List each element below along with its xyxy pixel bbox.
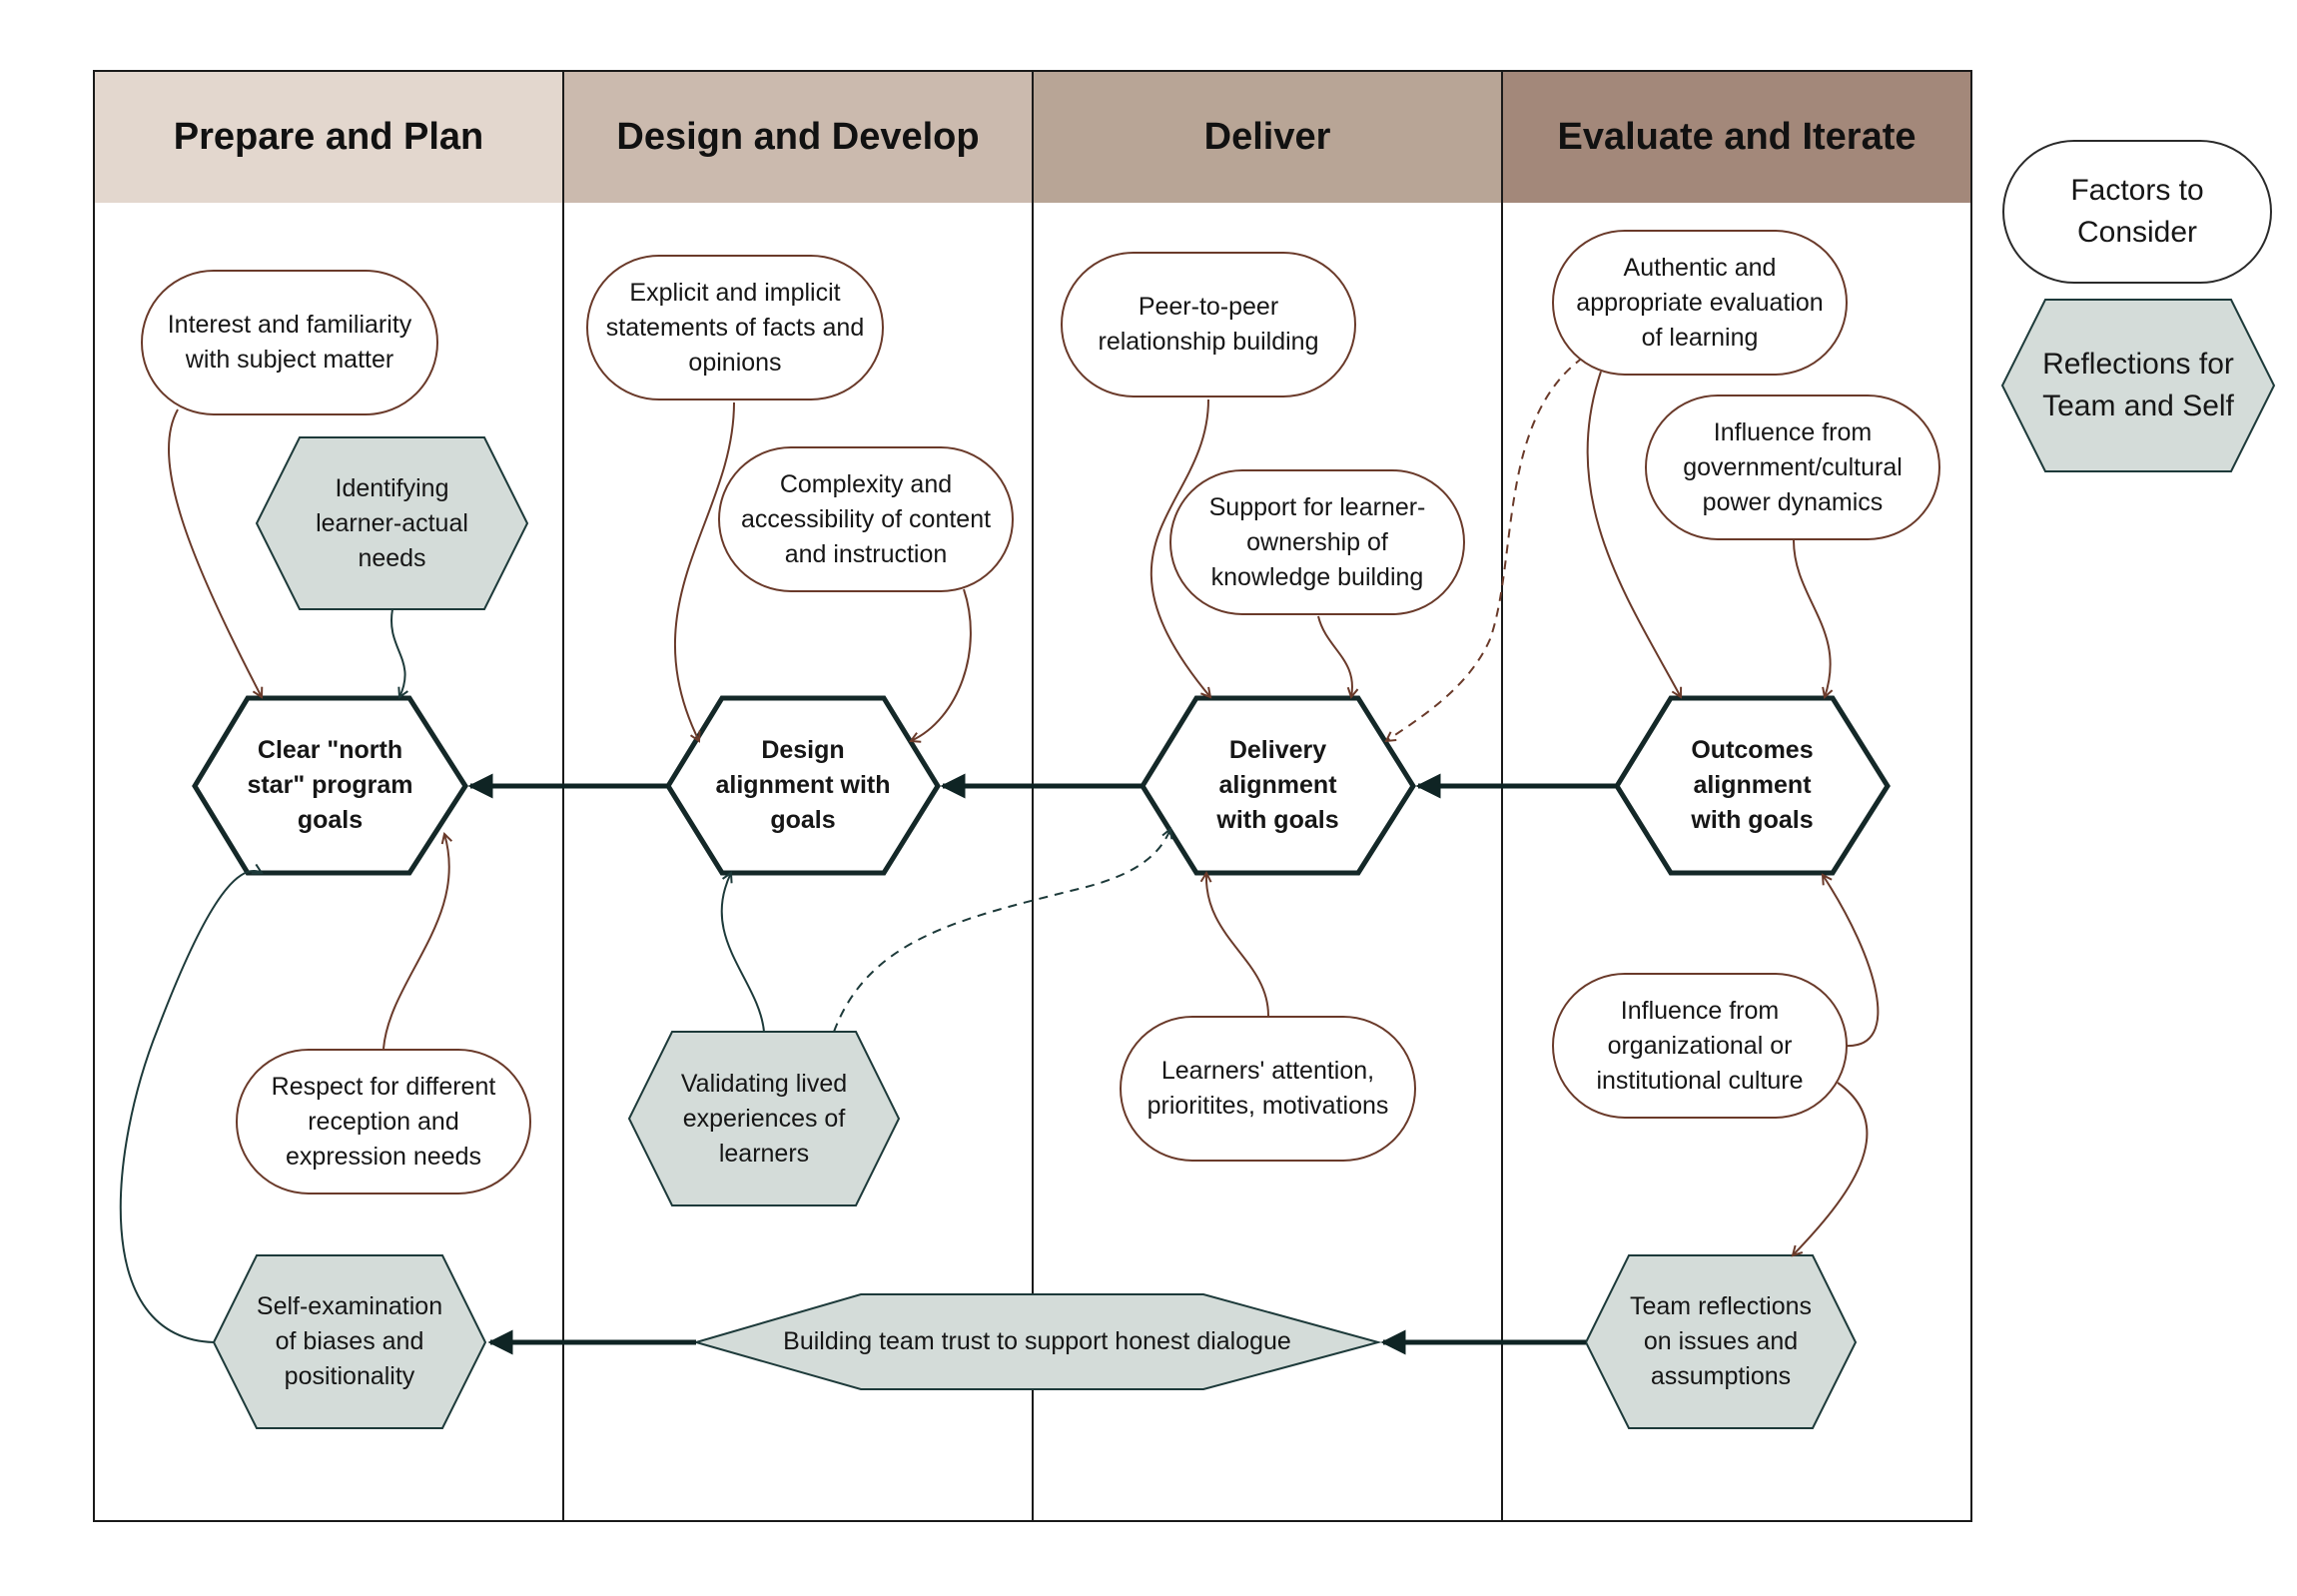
factor-organizational-culture: Influence from organizational or institu… (1552, 973, 1848, 1119)
hex-shape-self-exam (212, 1254, 487, 1429)
goal-delivery-alignment: Delivery alignment with goals (1216, 736, 1339, 834)
goal-shape-outcomes (1614, 695, 1891, 876)
factor-complexity-accessibility: Complexity and accessibility of content … (718, 446, 1014, 592)
goal-outcomes-alignment: Outcomes alignment with goals (1691, 736, 1814, 834)
phase-header-bg-design (563, 71, 1033, 203)
phase-header-prepare: Prepare and Plan (173, 115, 484, 158)
arrow-interest-to-north-star (168, 408, 262, 697)
arrow-organizational-to-outcomes (1823, 875, 1880, 1048)
reflection-self-examination: Self-examination of biases and positiona… (256, 1292, 443, 1390)
arrow-validating-to-design (720, 873, 765, 1033)
reflection-team-trust-banner: Building team trust to support honest di… (783, 1327, 1291, 1355)
legend-factors: Factors to Consider (2002, 140, 2272, 284)
arrow-validating-to-delivery (833, 829, 1170, 1033)
arrow-authentic-to-outcomes (1586, 371, 1681, 697)
phase-header-design: Design and Develop (616, 115, 980, 158)
reflection-validating-experiences: Validating lived experiences of learners (680, 1069, 848, 1168)
factor-explicit-implicit-statements: Explicit and implicit statements of fact… (586, 255, 884, 400)
arrow-identifying-to-north-star (389, 608, 405, 697)
factor-authentic-evaluation: Authentic and appropriate evaluation of … (1552, 230, 1848, 376)
arrow-authentic-to-delivery (1386, 357, 1584, 741)
goal-shape-delivery (1140, 695, 1416, 876)
goal-north-star: Clear "north star" program goals (247, 736, 413, 834)
hex-shape-team-reflections (1584, 1254, 1858, 1429)
banner-shape-trust (692, 1293, 1382, 1390)
arrow-statements-to-design (673, 401, 735, 741)
factor-respect-needs: Respect for different reception and expr… (236, 1049, 531, 1195)
phase-header-bg-deliver (1033, 71, 1502, 203)
phase-header-bg-evaluate (1502, 71, 1971, 203)
factor-government-influence: Influence from government/cultural power… (1645, 395, 1940, 540)
legend-hex-shape (2000, 299, 2276, 472)
factor-learner-attention: Learners' attention, prioritites, motiva… (1120, 1016, 1416, 1162)
arrow-attention-to-delivery (1206, 873, 1269, 1017)
factor-peer-relationships: Peer-to-peer relationship building (1061, 252, 1356, 398)
legend-reflections: Reflections for Team and Self (2042, 348, 2234, 422)
arrow-complexity-to-design (911, 588, 972, 741)
reflection-team-reflections: Team reflections on issues and assumptio… (1629, 1292, 1813, 1390)
hex-shape-identifying (255, 436, 529, 610)
factor-learner-ownership: Support for learner-ownership of knowled… (1169, 469, 1465, 615)
arrow-respect-to-north-star (383, 834, 449, 1050)
phase-header-bg-prepare (94, 71, 563, 203)
arrow-government-to-outcomes (1793, 539, 1831, 697)
factor-interest-familiarity: Interest and familiarity with subject ma… (141, 270, 438, 415)
hex-shape-validating (627, 1031, 901, 1206)
reflection-identifying-needs: Identifying learner-actual needs (316, 473, 468, 572)
arrow-peer-to-delivery (1149, 399, 1210, 697)
arrow-organizational-to-team (1793, 1082, 1869, 1255)
phase-header-deliver: Deliver (1203, 115, 1331, 158)
phase-header-evaluate: Evaluate and Iterate (1557, 115, 1916, 158)
arrow-ownership-to-delivery (1317, 615, 1352, 697)
goal-shape-design (665, 695, 941, 876)
goal-design-alignment: Design alignment with goals (715, 736, 891, 834)
arrow-self-exam-to-north-star (119, 871, 262, 1343)
